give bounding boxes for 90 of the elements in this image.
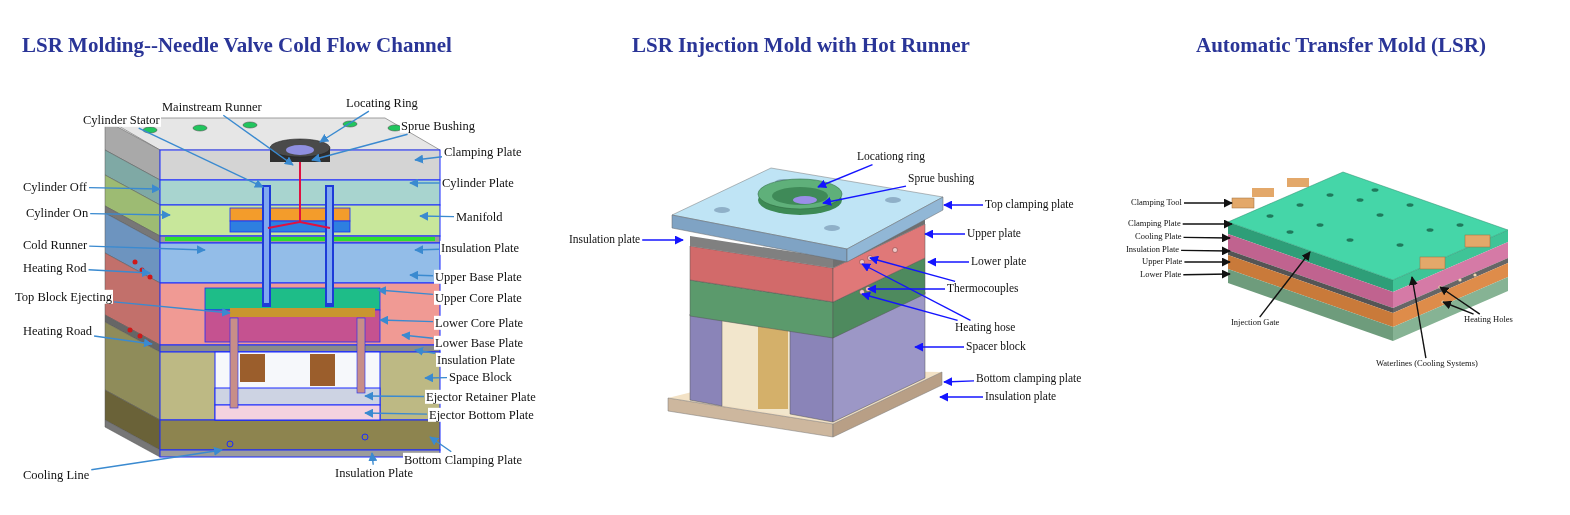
callout-label: Space Block bbox=[448, 369, 513, 385]
leader-line bbox=[817, 163, 874, 189]
leader-line bbox=[641, 235, 684, 245]
callout-label: Top Block Ejecting bbox=[14, 289, 114, 305]
callout-label: Lower Plate bbox=[1139, 270, 1183, 280]
leader-line bbox=[409, 270, 434, 280]
callout-label: Insulation Plate bbox=[440, 240, 521, 256]
leader-line bbox=[379, 315, 434, 325]
leader-line bbox=[869, 255, 956, 283]
callout-label: Upper plate bbox=[966, 227, 1022, 241]
callout-label: Heating Road bbox=[22, 323, 94, 339]
leader-line bbox=[414, 154, 443, 164]
panel-title: LSR Molding--Needle Valve Cold Flow Channel bbox=[22, 33, 452, 57]
leader-line bbox=[914, 342, 965, 352]
panel-title: LSR Injection Mold with Hot Runner bbox=[632, 33, 970, 57]
callout-label: Clamping Plate bbox=[1127, 219, 1182, 229]
leader-line bbox=[1439, 286, 1481, 315]
callout-label: Cooling Line bbox=[22, 467, 91, 483]
leader-line bbox=[368, 452, 378, 466]
callout-label: Cylinder Stator bbox=[82, 112, 161, 128]
callout-label: Heating Rod bbox=[22, 260, 88, 276]
callout-label: Sprue Bushing bbox=[400, 118, 476, 134]
leader-line bbox=[943, 377, 975, 387]
leader-line bbox=[90, 446, 223, 471]
callout-label: Heating Holes bbox=[1463, 315, 1514, 325]
callout-label: Lower Core Plate bbox=[434, 315, 525, 331]
leader-line bbox=[861, 263, 972, 322]
callout-label: Clamping Plate bbox=[443, 144, 523, 160]
leader-line bbox=[1183, 257, 1231, 267]
callout-label: Thermocouples bbox=[946, 282, 1020, 296]
panel-title: Automatic Transfer Mold (LSR) bbox=[1196, 33, 1486, 57]
leader-line bbox=[1259, 251, 1311, 318]
callout-label: Insulation Plate bbox=[1125, 245, 1181, 255]
callout-label: Lower Base Plate bbox=[434, 335, 525, 351]
leader-line bbox=[364, 408, 428, 418]
callout-label: Lower plate bbox=[970, 255, 1028, 269]
callout-label: Waterlines (Cooling Systems) bbox=[1375, 359, 1479, 369]
leader-line bbox=[364, 391, 425, 401]
callout-label: Cooling Plate bbox=[1134, 232, 1183, 242]
leader-line bbox=[311, 133, 409, 163]
callout-label: Cylinder Off bbox=[22, 179, 88, 195]
leader-line bbox=[924, 229, 966, 239]
callout-label: Ejector Bottom Plate bbox=[428, 407, 535, 423]
leader-line bbox=[424, 373, 448, 383]
callout-label: Spacer block bbox=[965, 340, 1027, 354]
leader-line bbox=[414, 346, 436, 356]
callout-label: Sprue bushing bbox=[907, 172, 976, 186]
leader-line bbox=[927, 257, 970, 267]
callout-label: Ejector Retainer Plate bbox=[425, 389, 537, 405]
callout-label: Bottom Clamping Plate bbox=[403, 452, 524, 468]
leader-line bbox=[1182, 219, 1233, 229]
leader-line bbox=[419, 211, 455, 221]
leader-line bbox=[939, 392, 984, 402]
leader-line bbox=[93, 335, 153, 348]
leader-line bbox=[861, 291, 959, 322]
callout-label: Bottom clamping plate bbox=[975, 372, 1083, 386]
callout-label: Heating hose bbox=[954, 321, 1017, 335]
callout-label: Upper Plate bbox=[1141, 257, 1184, 267]
leader-line bbox=[1408, 276, 1427, 359]
leader-line bbox=[377, 286, 434, 296]
leader-line bbox=[87, 268, 151, 278]
callout-label: Clamping Tool bbox=[1130, 198, 1183, 208]
leader-line bbox=[943, 200, 984, 210]
callout-label: Cylinder Plate bbox=[441, 175, 515, 191]
leader-line bbox=[1180, 246, 1231, 256]
leader-line bbox=[222, 114, 294, 166]
callout-label: Locationg ring bbox=[856, 150, 927, 164]
leader-line bbox=[1183, 198, 1233, 208]
leader-line bbox=[89, 210, 171, 220]
callout-label: Upper Core Plate bbox=[434, 290, 523, 306]
leader-line bbox=[113, 301, 231, 317]
callout-label: Injection Gate bbox=[1230, 318, 1281, 328]
leader-line bbox=[429, 436, 452, 453]
leader-line bbox=[409, 178, 441, 188]
leader-line bbox=[88, 245, 206, 255]
leader-line bbox=[414, 245, 440, 255]
callout-label: Insulation plate bbox=[984, 390, 1058, 404]
leader-line bbox=[1442, 300, 1475, 315]
leader-line bbox=[867, 284, 946, 294]
callout-label: Cylinder On bbox=[25, 205, 90, 221]
leader-line bbox=[401, 331, 434, 341]
callout-label: Insulation plate bbox=[568, 233, 642, 247]
leader-line bbox=[1182, 269, 1231, 279]
leader-line bbox=[1182, 233, 1231, 243]
callout-label: Upper Base Plate bbox=[434, 269, 523, 285]
leader-line bbox=[88, 184, 161, 194]
leader-line bbox=[822, 185, 907, 206]
leader-line bbox=[319, 110, 370, 143]
callout-label: Insulation Plate bbox=[436, 352, 517, 368]
callout-label: Top clamping plate bbox=[984, 198, 1075, 212]
